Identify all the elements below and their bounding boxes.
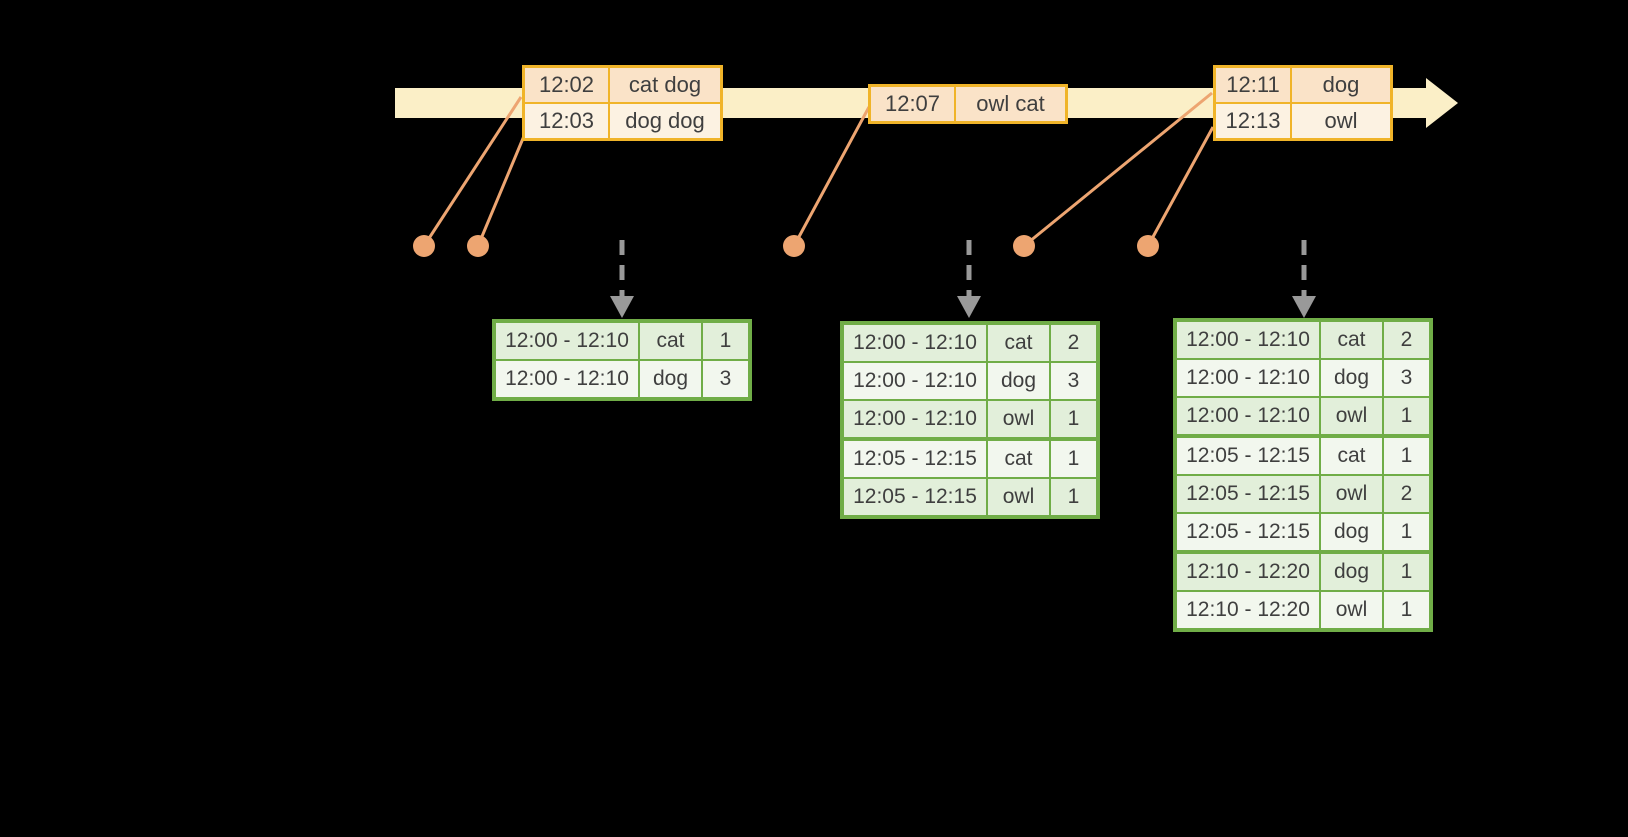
- result-word: cat: [1321, 322, 1382, 358]
- event-dot-icon: [413, 235, 435, 257]
- event-time: 12:13: [1216, 104, 1290, 138]
- result-row: 12:00 - 12:10 dog 3: [1177, 360, 1429, 396]
- result-row: 12:10 - 12:20 owl 1: [1177, 592, 1429, 628]
- result-window: 12:00 - 12:10: [1177, 322, 1319, 358]
- event-row: 12:13 owl: [1216, 104, 1390, 138]
- result-row: 12:00 - 12:10 owl 1: [1177, 398, 1429, 434]
- result-row: 12:05 - 12:15 cat 1: [1177, 438, 1429, 474]
- result-count: 1: [703, 323, 748, 359]
- event-table-3: 12:11 dog 12:13 owl: [1213, 65, 1393, 141]
- event-row: 12:11 dog: [1216, 68, 1390, 102]
- result-word: dog: [988, 363, 1049, 399]
- result-window: 12:10 - 12:20: [1177, 554, 1319, 590]
- leader-line: [1023, 91, 1213, 248]
- result-word: dog: [640, 361, 701, 397]
- result-window: 12:00 - 12:10: [844, 401, 986, 437]
- result-window: 12:00 - 12:10: [496, 361, 638, 397]
- result-window: 12:05 - 12:15: [844, 441, 986, 477]
- down-arrowhead-icon: [610, 296, 634, 318]
- result-count: 1: [1384, 438, 1429, 474]
- event-words: owl: [1292, 104, 1390, 138]
- result-window: 12:00 - 12:10: [496, 323, 638, 359]
- down-arrowhead-icon: [957, 296, 981, 318]
- result-window: 12:00 - 12:10: [844, 325, 986, 361]
- result-row: 12:05 - 12:15 owl 1: [844, 479, 1096, 515]
- event-dot-icon: [1137, 235, 1159, 257]
- event-time: 12:11: [1216, 68, 1290, 102]
- result-row: 12:00 - 12:10 cat 2: [1177, 322, 1429, 358]
- result-word: dog: [1321, 360, 1382, 396]
- leader-line: [476, 135, 526, 247]
- result-word: owl: [988, 479, 1049, 515]
- event-words: cat dog: [610, 68, 720, 102]
- result-row: 12:00 - 12:10 cat 1: [496, 323, 748, 359]
- result-count: 1: [1384, 554, 1429, 590]
- result-window: 12:05 - 12:15: [1177, 438, 1319, 474]
- result-word: cat: [988, 441, 1049, 477]
- result-word: dog: [1321, 514, 1382, 550]
- result-count: 1: [1051, 441, 1096, 477]
- result-row: 12:10 - 12:20 dog 1: [1177, 554, 1429, 590]
- result-word: cat: [640, 323, 701, 359]
- result-count: 2: [1384, 476, 1429, 512]
- leader-line: [792, 106, 871, 247]
- result-table-1: 12:00 - 12:10 cat 1 12:00 - 12:10 dog 3: [492, 319, 752, 401]
- down-arrowhead-icon: [1292, 296, 1316, 318]
- result-row: 12:05 - 12:15 owl 2: [1177, 476, 1429, 512]
- result-count: 1: [1384, 514, 1429, 550]
- result-count: 1: [1051, 479, 1096, 515]
- event-time: 12:07: [871, 87, 954, 121]
- result-word: cat: [988, 325, 1049, 361]
- result-word: owl: [1321, 592, 1382, 628]
- event-row: 12:02 cat dog: [525, 68, 720, 102]
- result-word: owl: [988, 401, 1049, 437]
- result-count: 1: [1384, 398, 1429, 434]
- event-words: dog dog: [610, 104, 720, 138]
- event-row: 12:07 owl cat: [871, 87, 1065, 121]
- result-word: owl: [1321, 398, 1382, 434]
- result-word: dog: [1321, 554, 1382, 590]
- result-count: 3: [1384, 360, 1429, 396]
- result-row: 12:00 - 12:10 dog 3: [844, 363, 1096, 399]
- event-table-2: 12:07 owl cat: [868, 84, 1068, 124]
- result-window: 12:05 - 12:15: [1177, 514, 1319, 550]
- result-row: 12:00 - 12:10 cat 2: [844, 325, 1096, 361]
- timeline-arrowhead-icon: [1426, 78, 1458, 128]
- event-dot-icon: [1013, 235, 1035, 257]
- trigger-arrows: [610, 240, 1316, 318]
- event-row: 12:03 dog dog: [525, 104, 720, 138]
- result-table-3: 12:00 - 12:10 cat 2 12:00 - 12:10 dog 3 …: [1173, 318, 1433, 632]
- event-words: owl cat: [956, 87, 1065, 121]
- result-count: 1: [1051, 401, 1096, 437]
- event-words: dog: [1292, 68, 1390, 102]
- result-count: 2: [1051, 325, 1096, 361]
- result-window: 12:00 - 12:10: [844, 363, 986, 399]
- event-dot-icon: [783, 235, 805, 257]
- event-dots: [413, 235, 1159, 257]
- event-leader-lines: [422, 91, 1215, 248]
- result-window: 12:00 - 12:10: [1177, 398, 1319, 434]
- event-table-1: 12:02 cat dog 12:03 dog dog: [522, 65, 723, 141]
- result-window: 12:00 - 12:10: [1177, 360, 1319, 396]
- leader-line: [422, 96, 523, 247]
- result-window: 12:05 - 12:15: [1177, 476, 1319, 512]
- result-window: 12:10 - 12:20: [1177, 592, 1319, 628]
- result-count: 1: [1384, 592, 1429, 628]
- event-dot-icon: [467, 235, 489, 257]
- result-count: 3: [703, 361, 748, 397]
- result-word: owl: [1321, 476, 1382, 512]
- result-word: cat: [1321, 438, 1382, 474]
- leader-line: [1146, 126, 1215, 247]
- event-time: 12:03: [525, 104, 608, 138]
- result-count: 3: [1051, 363, 1096, 399]
- result-row: 12:05 - 12:15 dog 1: [1177, 514, 1429, 550]
- result-row: 12:00 - 12:10 owl 1: [844, 401, 1096, 437]
- result-table-2: 12:00 - 12:10 cat 2 12:00 - 12:10 dog 3 …: [840, 321, 1100, 519]
- result-row: 12:00 - 12:10 dog 3: [496, 361, 748, 397]
- result-row: 12:05 - 12:15 cat 1: [844, 441, 1096, 477]
- result-window: 12:05 - 12:15: [844, 479, 986, 515]
- event-time: 12:02: [525, 68, 608, 102]
- result-count: 2: [1384, 322, 1429, 358]
